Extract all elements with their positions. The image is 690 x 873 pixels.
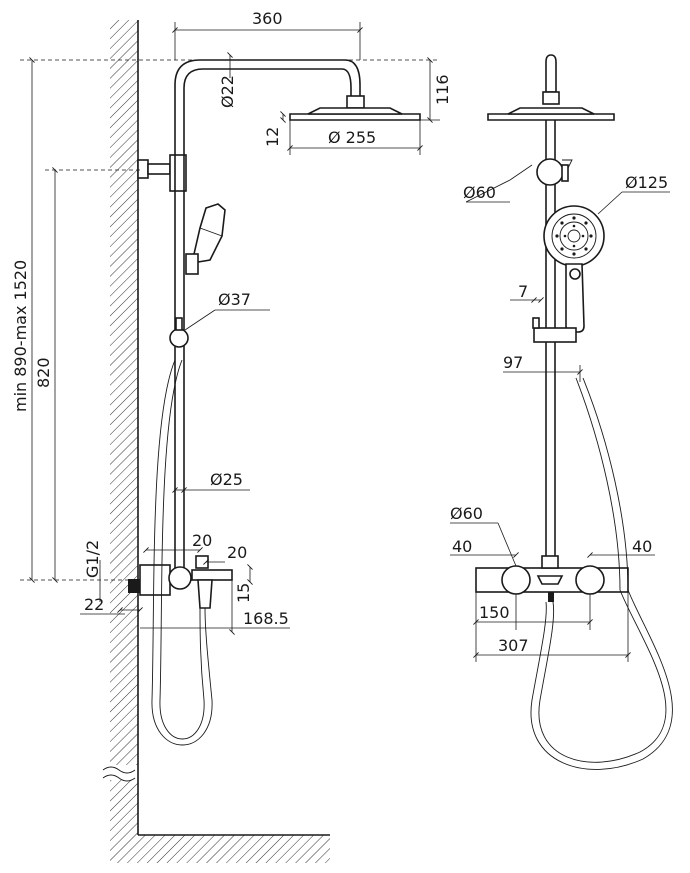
label-total-height: min 890-max 1520 — [11, 260, 30, 412]
label-head-thickness: 12 — [263, 127, 282, 147]
slider-front — [533, 327, 577, 343]
top-nozzle — [545, 54, 557, 93]
hand-shower-side — [193, 203, 226, 263]
head-connector — [346, 95, 365, 109]
label-hand-offset: 97 — [503, 353, 523, 372]
mixer-knob-left — [501, 565, 531, 595]
label-slider-dia: Ø37 — [218, 290, 251, 309]
rain-head-front — [487, 113, 615, 121]
side-view — [20, 22, 440, 746]
label-hand-dia: Ø125 — [625, 173, 668, 192]
rain-head-side — [289, 113, 421, 121]
label-arm-pipe-dia: Ø22 — [218, 75, 237, 108]
mixer-knob-right — [575, 565, 605, 595]
label-spout-b: 20 — [227, 543, 247, 562]
label-thread: G1/2 — [83, 540, 102, 578]
label-depth: 168.5 — [243, 609, 289, 628]
label-mixer-dia: Ø60 — [450, 504, 483, 523]
wall — [102, 20, 139, 835]
hand-shower-head-front — [543, 205, 605, 267]
label-centers: 150 — [479, 603, 510, 622]
slider-side — [169, 328, 189, 348]
label-head-dia: Ø 255 — [328, 128, 376, 147]
nozzle-dots — [555, 216, 593, 256]
wall-holder-front — [536, 158, 564, 186]
wall-bracket — [137, 159, 149, 179]
label-side-right: 40 — [632, 537, 652, 556]
label-head-height: 116 — [433, 74, 452, 105]
label-slot: 7 — [518, 282, 528, 301]
label-side-left: 40 — [452, 537, 472, 556]
hose-front — [538, 377, 667, 763]
label-arm-width: 360 — [252, 9, 283, 28]
label-mixer-width: 307 — [498, 636, 529, 655]
label-spout-a: 20 — [192, 531, 212, 550]
label-spout-c: 15 — [234, 583, 253, 603]
label-wall-offset: 22 — [84, 595, 104, 614]
label-pipe-dia: Ø25 — [210, 470, 243, 489]
mixer-body-side — [139, 564, 171, 596]
inlet-nut — [128, 579, 140, 593]
label-riser-height: 820 — [34, 357, 53, 388]
label-holder-dia: Ø60 — [463, 183, 496, 202]
hose-side — [151, 359, 213, 746]
floor — [110, 834, 330, 863]
front-view — [450, 54, 673, 770]
